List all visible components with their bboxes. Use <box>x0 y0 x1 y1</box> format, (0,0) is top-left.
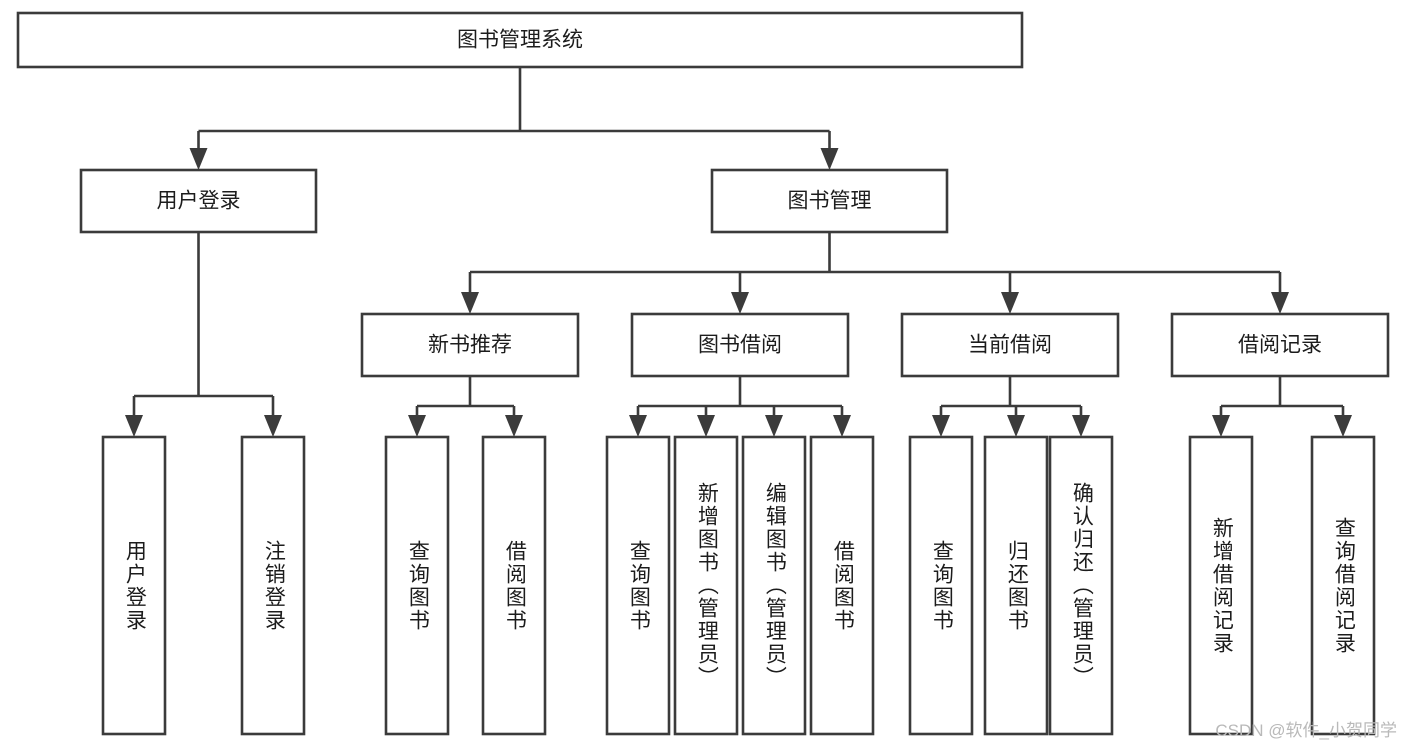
node-label-new-book-rec: 新书推荐 <box>428 334 512 357</box>
book-borrow-arrow-1 <box>697 415 715 437</box>
node-leaf-confirm-return[interactable] <box>1048 435 1114 736</box>
user-login-arrow-1 <box>264 415 282 437</box>
book-borrow-arrow-2 <box>765 415 783 437</box>
node-user-login[interactable] <box>79 168 318 234</box>
node-label-current-borrow: 当前借阅 <box>968 334 1052 357</box>
node-leaf-add-record[interactable] <box>1188 435 1254 736</box>
book-manage-arrow-3 <box>1271 292 1289 314</box>
book-manage-arrow-1 <box>731 292 749 314</box>
root-arrow-0 <box>189 148 208 170</box>
node-label-root: 图书管理系统 <box>457 29 583 52</box>
node-leaf-query-record[interactable] <box>1310 435 1376 736</box>
new-book-rec-arrow-1 <box>505 415 523 437</box>
book-manage-arrow-2 <box>1001 292 1019 314</box>
node-label-borrow-record: 借阅记录 <box>1238 334 1322 357</box>
node-leaf-add-book[interactable] <box>673 435 739 736</box>
node-borrow-record[interactable] <box>1170 312 1390 378</box>
user-login-arrow-0 <box>125 415 143 437</box>
node-leaf-logout[interactable] <box>240 435 306 736</box>
book-borrow-arrow-3 <box>833 415 851 437</box>
root-arrow-1 <box>820 148 839 170</box>
node-leaf-query-book-rec[interactable] <box>384 435 450 736</box>
current-borrow-arrow-1 <box>1007 415 1025 437</box>
node-leaf-borrow-book-rec[interactable] <box>481 435 547 736</box>
node-current-borrow[interactable] <box>900 312 1120 378</box>
csdn-watermark: CSDN @软件_小贺同学 <box>1215 721 1397 740</box>
node-label-book-manage: 图书管理 <box>788 190 872 213</box>
node-leaf-return-book[interactable] <box>983 435 1049 736</box>
node-new-book-rec[interactable] <box>360 312 580 378</box>
node-box-layer <box>16 11 1390 736</box>
current-borrow-arrow-2 <box>1072 415 1090 437</box>
book-borrow-arrow-0 <box>629 415 647 437</box>
node-book-manage[interactable] <box>710 168 949 234</box>
node-leaf-user-login[interactable] <box>101 435 167 736</box>
node-root[interactable] <box>16 11 1024 69</box>
borrow-record-arrow-1 <box>1334 415 1352 437</box>
connector-layer <box>125 67 1352 437</box>
node-label-book-borrow: 图书借阅 <box>698 334 782 357</box>
node-leaf-edit-book[interactable] <box>741 435 807 736</box>
node-leaf-query-book-cur[interactable] <box>908 435 974 736</box>
node-book-borrow[interactable] <box>630 312 850 378</box>
new-book-rec-arrow-0 <box>408 415 426 437</box>
node-leaf-borrow-book[interactable] <box>809 435 875 736</box>
book-manage-arrow-0 <box>461 292 479 314</box>
current-borrow-arrow-0 <box>932 415 950 437</box>
node-label-user-login: 用户登录 <box>157 190 241 213</box>
borrow-record-arrow-0 <box>1212 415 1230 437</box>
node-leaf-query-book[interactable] <box>605 435 671 736</box>
